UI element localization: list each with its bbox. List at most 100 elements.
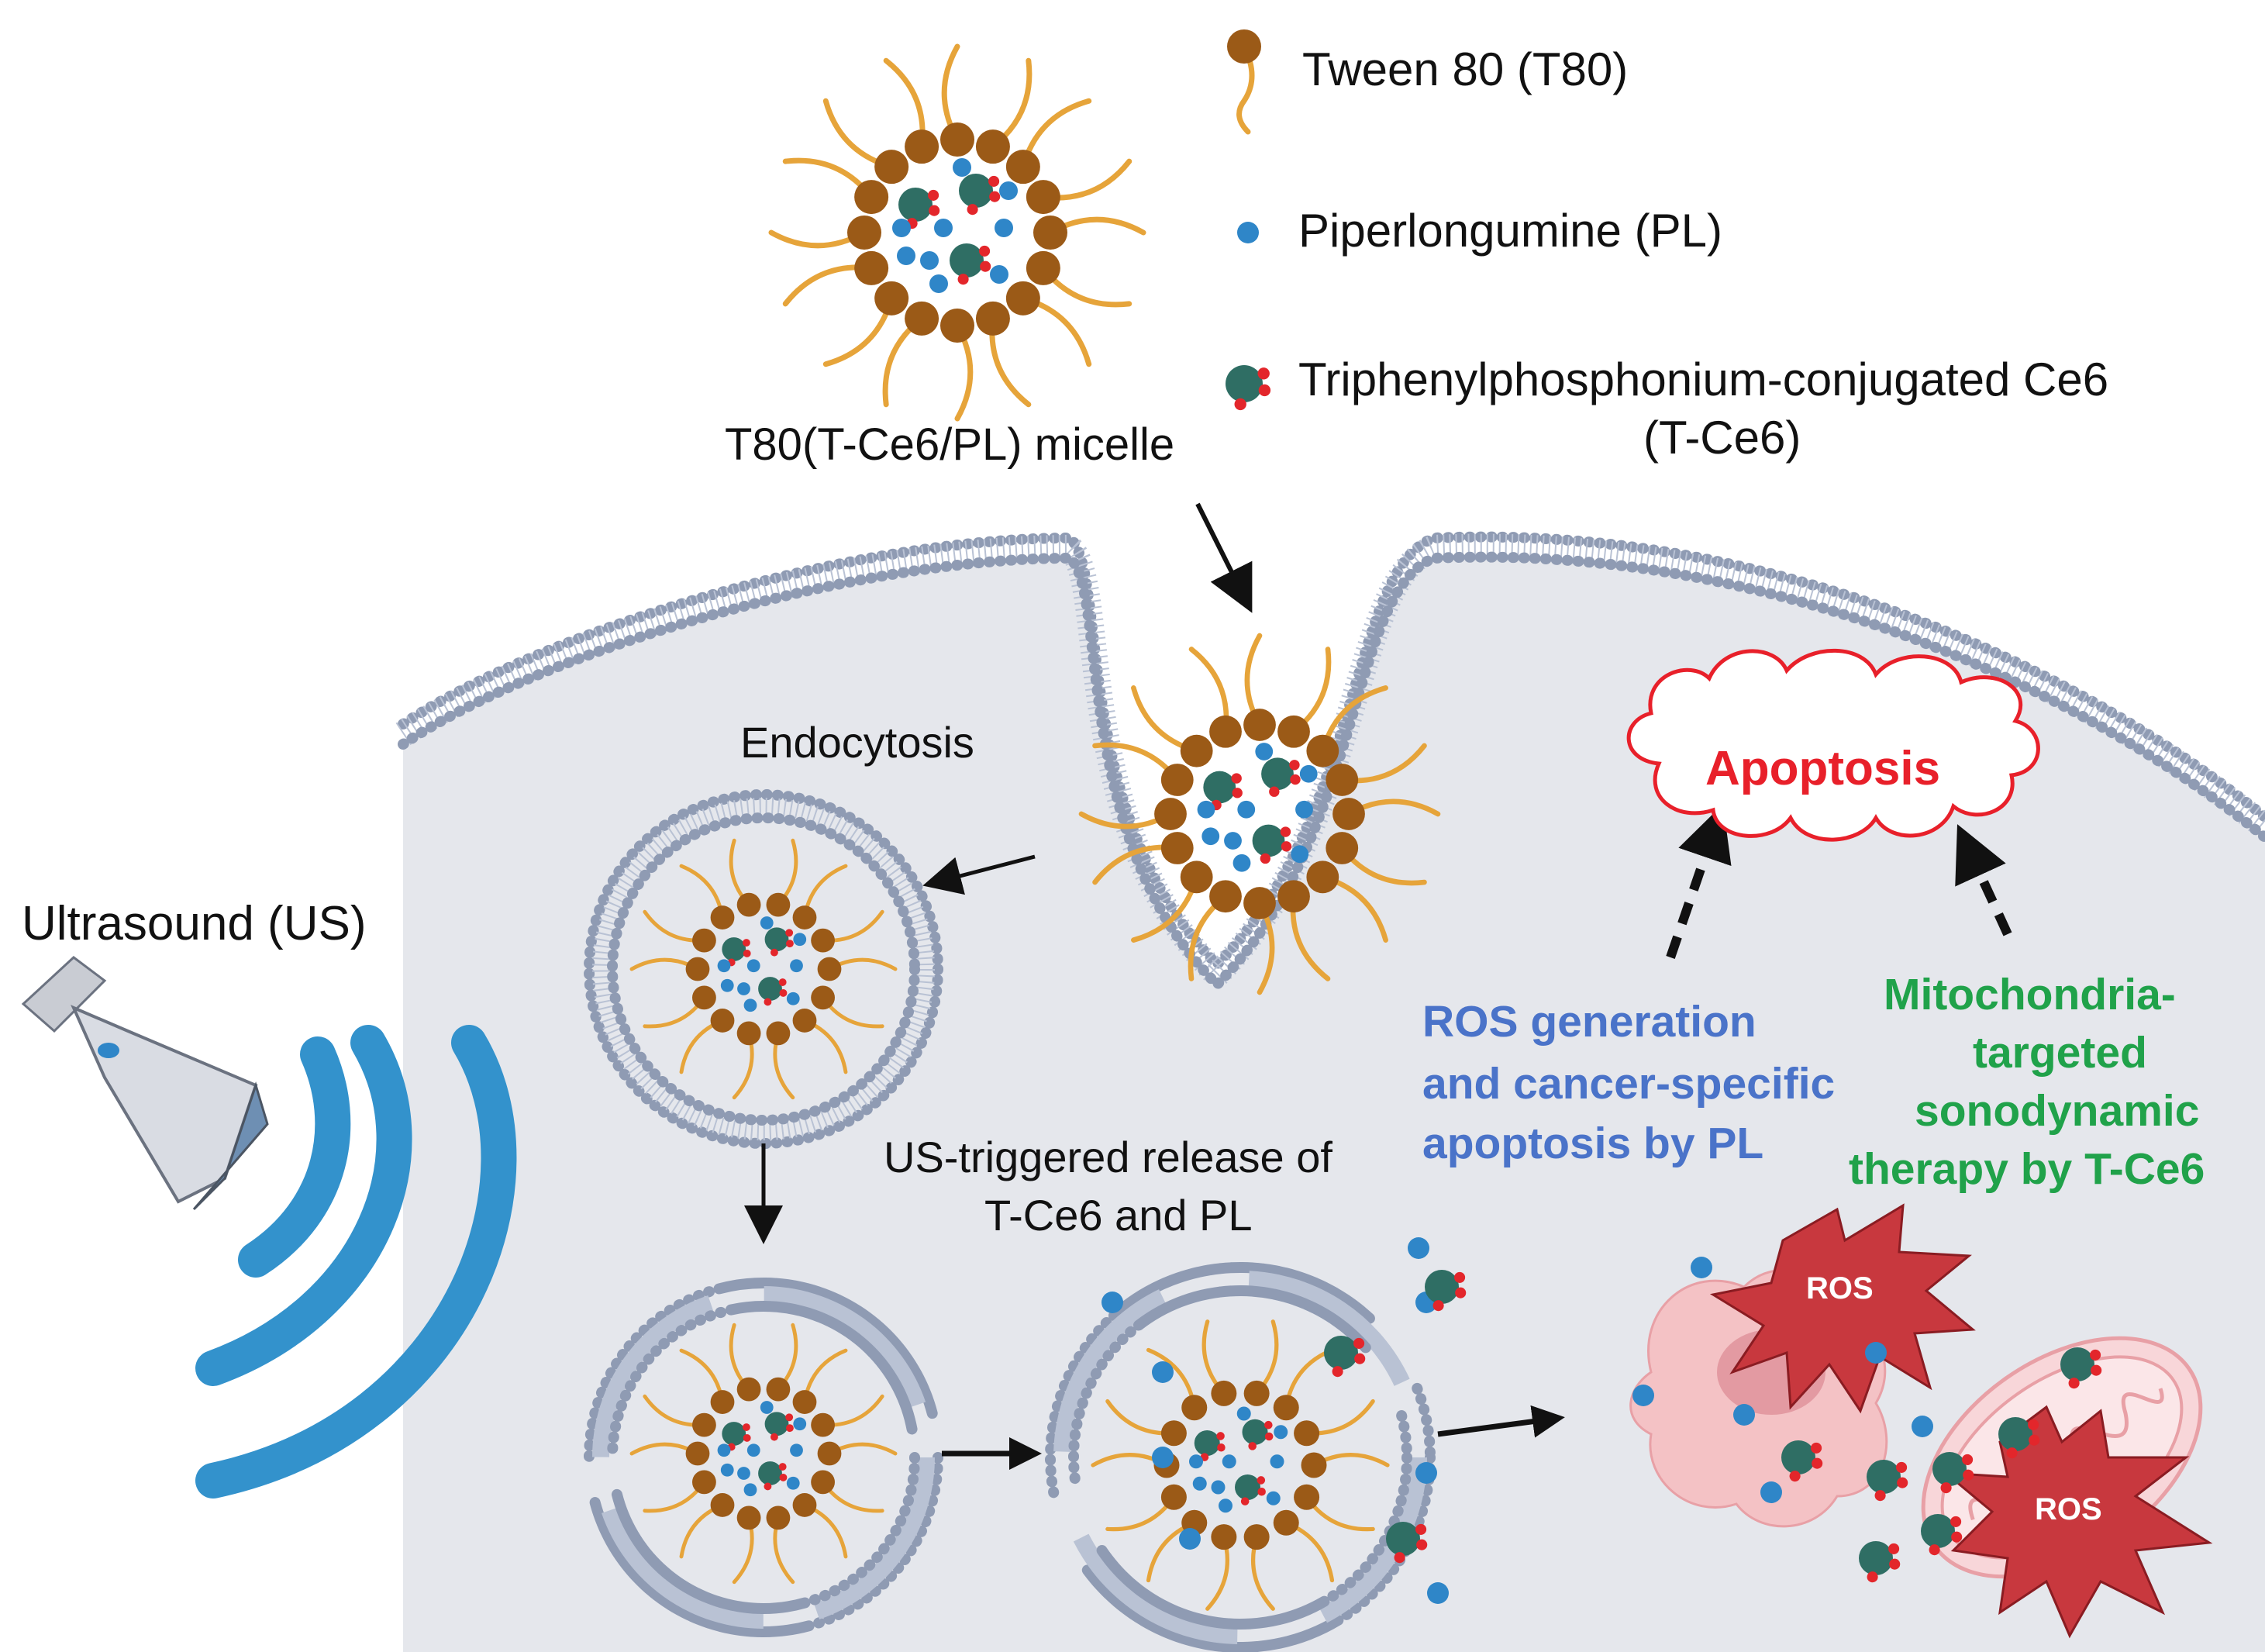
ultrasound-label: Ultrasound (US) bbox=[22, 897, 367, 950]
t-ce6-molecule bbox=[1242, 1419, 1268, 1445]
tween-head bbox=[817, 1441, 842, 1466]
t-ce6-tip bbox=[988, 175, 1000, 187]
pl-molecule bbox=[746, 959, 760, 973]
legend-tce6-abbrev: (T-Ce6) bbox=[1643, 412, 1801, 464]
tween-head bbox=[736, 1505, 761, 1530]
tween-head bbox=[1243, 1380, 1270, 1406]
tween-head bbox=[766, 1377, 791, 1402]
tween-head bbox=[817, 957, 842, 981]
t-ce6-tip bbox=[1257, 1476, 1266, 1485]
tween-head bbox=[1277, 715, 1310, 748]
tween-head bbox=[1306, 734, 1339, 767]
t-ce6-tip bbox=[1867, 1571, 1878, 1583]
release-label-line2: T-Ce6 and PL bbox=[984, 1191, 1253, 1240]
released-pl-molecule bbox=[1760, 1481, 1782, 1503]
t-ce6-tip bbox=[1240, 1497, 1250, 1505]
tween-head bbox=[710, 905, 735, 929]
ros-desc-line2: and cancer-specific bbox=[1422, 1059, 1836, 1109]
t-ce6-molecule bbox=[898, 188, 933, 222]
pl-molecule bbox=[897, 247, 915, 265]
t-ce6-tip bbox=[1812, 1457, 1823, 1469]
t-ce6-tip bbox=[743, 949, 751, 957]
t-ce6-tip bbox=[1354, 1353, 1366, 1364]
t-ce6-tip bbox=[1332, 1366, 1343, 1378]
tween-head bbox=[710, 1390, 735, 1414]
t-ce6-tip bbox=[1455, 1287, 1467, 1298]
t-ce6-tip bbox=[1258, 384, 1271, 397]
ultrasound-probe-icon bbox=[21, 956, 269, 1211]
pl-molecule bbox=[760, 916, 774, 929]
micelle-disrupted-1 bbox=[629, 1323, 898, 1585]
t-ce6-molecule bbox=[1252, 824, 1285, 857]
t-ce6-tip bbox=[1874, 1490, 1886, 1502]
t-ce6-tip bbox=[1962, 1454, 1974, 1465]
tween-head bbox=[1243, 1524, 1270, 1550]
tween-head bbox=[1181, 1395, 1208, 1421]
t-ce6-tip bbox=[1264, 1432, 1274, 1441]
legend-tce6-label: Triphenylphosphonium-conjugated Ce6 bbox=[1298, 354, 2109, 405]
t-ce6-tip bbox=[785, 1413, 794, 1422]
pl-molecule bbox=[953, 158, 971, 177]
pl-molecule bbox=[1224, 832, 1242, 850]
pl-molecule bbox=[737, 982, 750, 995]
micelle-in-endosome bbox=[629, 838, 898, 1100]
endocytosis-label: Endocytosis bbox=[740, 718, 974, 767]
released-t-ce6-molecule bbox=[1386, 1522, 1420, 1556]
legend-pl-icon bbox=[1237, 222, 1259, 243]
tween-head bbox=[1209, 880, 1242, 913]
legend-tce6-icon bbox=[1226, 365, 1263, 402]
tween-head bbox=[736, 892, 761, 917]
pl-molecule bbox=[1219, 1499, 1232, 1513]
t-ce6-tip bbox=[1888, 1543, 1900, 1554]
apoptosis-cloud bbox=[1626, 648, 2040, 842]
tween-head bbox=[1026, 180, 1060, 215]
tween-head bbox=[1243, 709, 1276, 741]
released-pl-molecule bbox=[1408, 1237, 1429, 1259]
endosome-disrupted-2 bbox=[1045, 1262, 1436, 1652]
tween-head bbox=[1294, 1484, 1320, 1510]
t-ce6-tip bbox=[786, 940, 794, 948]
released-pl-molecule bbox=[1179, 1528, 1201, 1550]
t-ce6-tip bbox=[1454, 1271, 1466, 1283]
pl-molecule bbox=[1274, 1425, 1288, 1440]
tween-head bbox=[1326, 832, 1359, 864]
tween-head bbox=[1005, 150, 1040, 185]
tween-head bbox=[766, 1021, 791, 1046]
tween-head bbox=[1160, 764, 1194, 796]
t-ce6-tip bbox=[1897, 1477, 1908, 1488]
tween-head bbox=[1273, 1509, 1299, 1536]
tween-head bbox=[811, 1412, 835, 1437]
t-ce6-tip bbox=[957, 274, 969, 285]
tween-head bbox=[1211, 1524, 1237, 1550]
t-ce6-molecule bbox=[764, 927, 789, 952]
ros-desc-line1: ROS generation bbox=[1422, 997, 1756, 1047]
t-ce6-tip bbox=[1416, 1539, 1428, 1550]
pl-molecule bbox=[717, 959, 731, 973]
tween-head bbox=[1005, 281, 1040, 316]
tween-head bbox=[1160, 1420, 1187, 1447]
t-ce6-tip bbox=[2068, 1378, 2080, 1389]
legend-pl-label: Piperlongumine (PL) bbox=[1298, 205, 1722, 257]
legend-tween-label: Tween 80 (T80) bbox=[1302, 43, 1629, 95]
dashed-arrow-ros bbox=[1666, 804, 1732, 959]
t-ce6-tip bbox=[742, 1423, 750, 1431]
tween-head bbox=[1277, 880, 1310, 913]
pl-molecule bbox=[1232, 854, 1251, 872]
t-ce6-tip bbox=[1290, 774, 1301, 785]
t-ce6-tip bbox=[1231, 773, 1242, 784]
t-ce6-tip bbox=[929, 205, 940, 216]
t-ce6-tip bbox=[1260, 853, 1271, 864]
pl-molecule bbox=[929, 274, 948, 293]
t-ce6-tip bbox=[1353, 1337, 1365, 1349]
tween-head bbox=[1243, 887, 1276, 919]
pl-molecule bbox=[1295, 800, 1313, 819]
t-ce6-tip bbox=[1950, 1516, 1962, 1527]
pl-molecule bbox=[1201, 827, 1220, 846]
t-ce6-molecule bbox=[758, 977, 782, 1001]
tween-head bbox=[940, 122, 974, 157]
tween-head bbox=[1180, 734, 1213, 767]
t-ce6-tip bbox=[1217, 1443, 1226, 1452]
t-ce6-tip bbox=[770, 1433, 778, 1441]
t-ce6-tip bbox=[1811, 1442, 1822, 1454]
released-pl-molecule bbox=[1415, 1462, 1437, 1484]
